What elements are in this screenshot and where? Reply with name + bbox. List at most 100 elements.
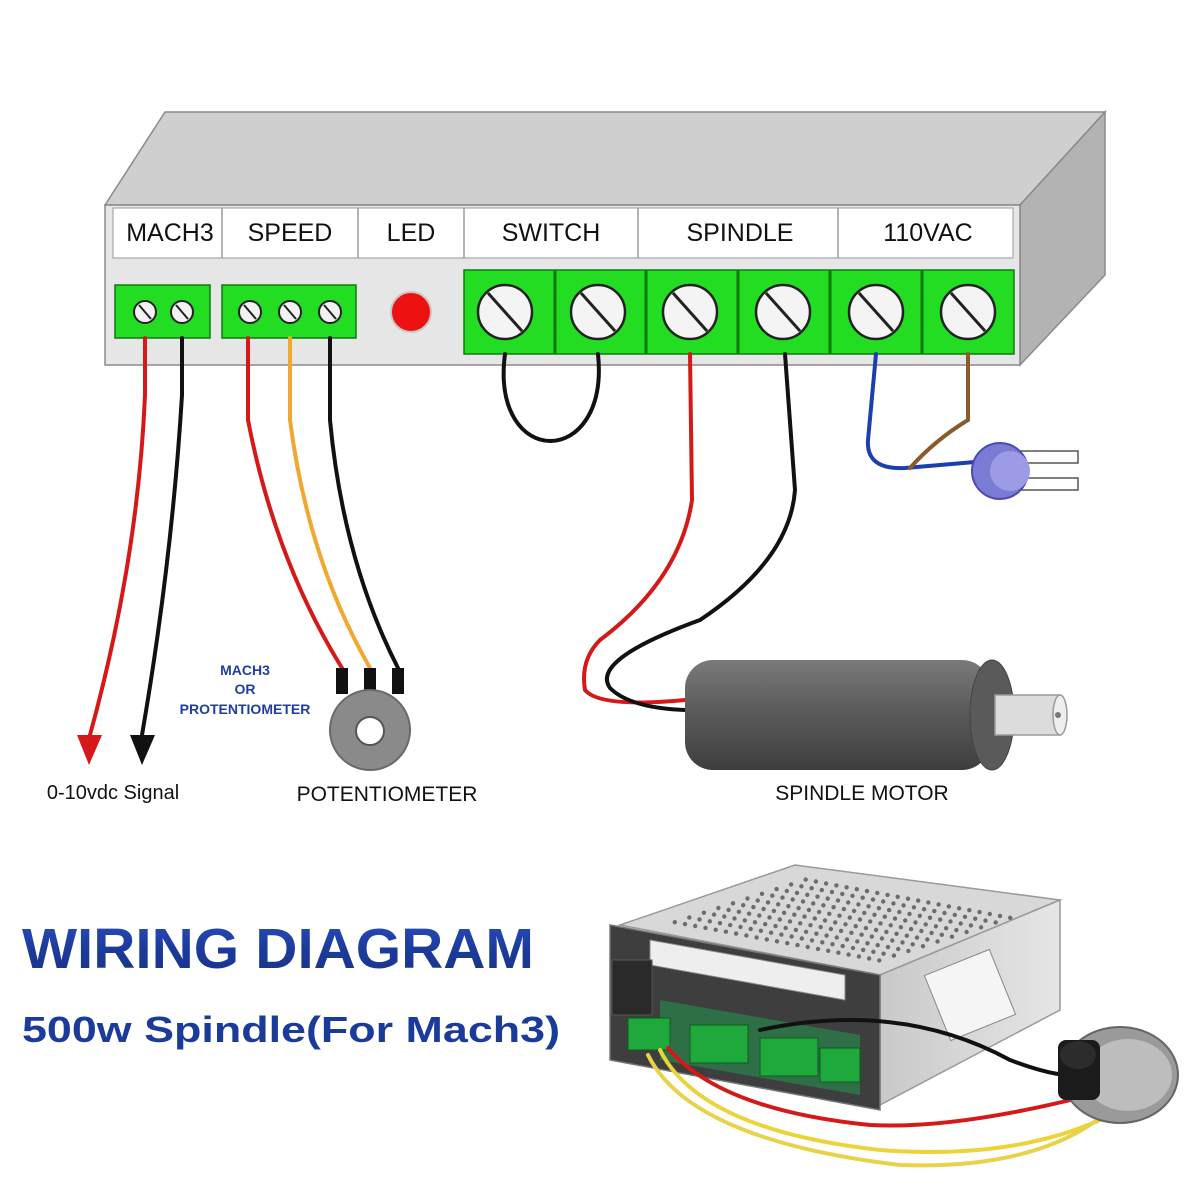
vent-hole	[916, 898, 921, 903]
vent-hole	[786, 904, 791, 909]
vent-hole	[967, 908, 972, 913]
vent-hole	[866, 956, 872, 961]
product-fan-grill	[611, 959, 653, 1016]
vent-hole	[844, 885, 849, 890]
vent-hole	[973, 916, 978, 921]
vent-hole	[864, 888, 870, 894]
vent-hole	[813, 879, 819, 884]
vent-hole	[833, 920, 838, 925]
vent-hole	[850, 945, 856, 951]
vent-hole	[805, 892, 810, 897]
vent-hole	[738, 924, 743, 930]
potentiometer-label: POTENTIOMETER	[297, 783, 478, 806]
vent-hole	[914, 935, 920, 940]
vent-hole	[943, 926, 949, 931]
vent-hole	[794, 890, 800, 896]
vent-hole	[869, 934, 874, 939]
vent-hole	[809, 886, 814, 891]
vent-hole	[920, 944, 926, 949]
vent-hole	[926, 900, 931, 905]
vent-hole	[764, 937, 769, 942]
vent-hole	[768, 930, 774, 935]
vent-hole	[938, 917, 943, 922]
vent-hole	[860, 895, 865, 900]
vent-hole	[873, 927, 879, 933]
vent-hole	[853, 924, 858, 929]
note-line-3: PROTENTIOMETER	[180, 701, 311, 717]
vent-hole	[856, 954, 862, 959]
vent-hole	[822, 918, 828, 923]
pot-pin-2	[364, 668, 376, 694]
vent-hole	[917, 913, 922, 918]
vent-hole	[793, 927, 799, 933]
section-label-110vac: 110VAC	[883, 219, 972, 247]
vent-hole	[891, 953, 897, 958]
vent-hole	[763, 922, 768, 927]
vent-hole	[872, 912, 877, 917]
vent-hole	[884, 929, 889, 935]
arrow-signal-black	[130, 735, 155, 765]
vent-hole	[895, 894, 900, 899]
vent-hole	[952, 912, 957, 918]
vent-hole	[875, 943, 880, 948]
vent-hole	[838, 928, 844, 934]
product-sticker	[923, 948, 1017, 1042]
vent-hole	[906, 948, 911, 954]
vent-hole	[836, 950, 841, 955]
vent-hole	[713, 927, 718, 932]
wire-pot-black	[328, 336, 400, 670]
section-label-spindle: SPINDLE	[687, 219, 794, 247]
vent-hole	[811, 901, 816, 906]
vent-hole	[765, 900, 771, 905]
note-line-2: OR	[235, 681, 256, 697]
vent-hole	[886, 907, 892, 913]
vent-hole	[736, 909, 742, 914]
vent-hole	[787, 919, 793, 924]
pot-pin-3	[392, 668, 404, 694]
wire-signal-red	[88, 336, 147, 737]
vent-hole	[803, 877, 808, 882]
vent-hole	[803, 929, 809, 934]
vent-hole	[977, 909, 982, 915]
vent-hole	[876, 906, 882, 911]
vent-hole	[759, 891, 765, 896]
vent-hole	[707, 919, 712, 924]
title-sub: 500w Spindle(For Mach3)	[22, 1009, 560, 1050]
section-label-speed: SPEED	[248, 219, 333, 247]
vent-hole	[857, 917, 863, 922]
potentiometer-device	[329, 668, 411, 771]
vent-hole	[851, 908, 857, 914]
vent-hole	[783, 925, 788, 931]
vent-hole	[805, 944, 810, 950]
vent-hole	[882, 914, 887, 919]
screw-slots-large	[486, 291, 987, 333]
vent-hole	[819, 887, 824, 893]
vent-hole	[881, 899, 886, 904]
vent-hole	[693, 923, 698, 929]
section-label-switch: SWITCH	[502, 219, 601, 247]
vent-hole	[835, 898, 841, 903]
vent-hole	[978, 925, 984, 930]
vent-hole	[890, 938, 895, 943]
vent-hole	[923, 922, 928, 927]
vent-hole	[774, 886, 779, 892]
title-main: WIRING DIAGRAM	[22, 917, 534, 981]
vent-hole	[925, 937, 930, 942]
vent-hole	[897, 909, 902, 915]
vent-hole	[954, 927, 959, 933]
vent-hole	[826, 948, 831, 953]
vent-hole	[840, 891, 845, 897]
vent-hole	[761, 906, 766, 912]
vent-hole	[829, 889, 835, 895]
vent-hole	[913, 920, 918, 925]
wire-spindle-red	[582, 352, 695, 705]
vent-hole	[779, 932, 784, 937]
vent-hole	[903, 918, 908, 923]
motor-shaft-hole	[1055, 712, 1061, 718]
vent-hole	[846, 952, 851, 957]
vent-hole	[939, 932, 944, 937]
vent-hole	[806, 907, 812, 913]
vent-hole	[726, 907, 731, 913]
vent-hole	[831, 905, 836, 910]
